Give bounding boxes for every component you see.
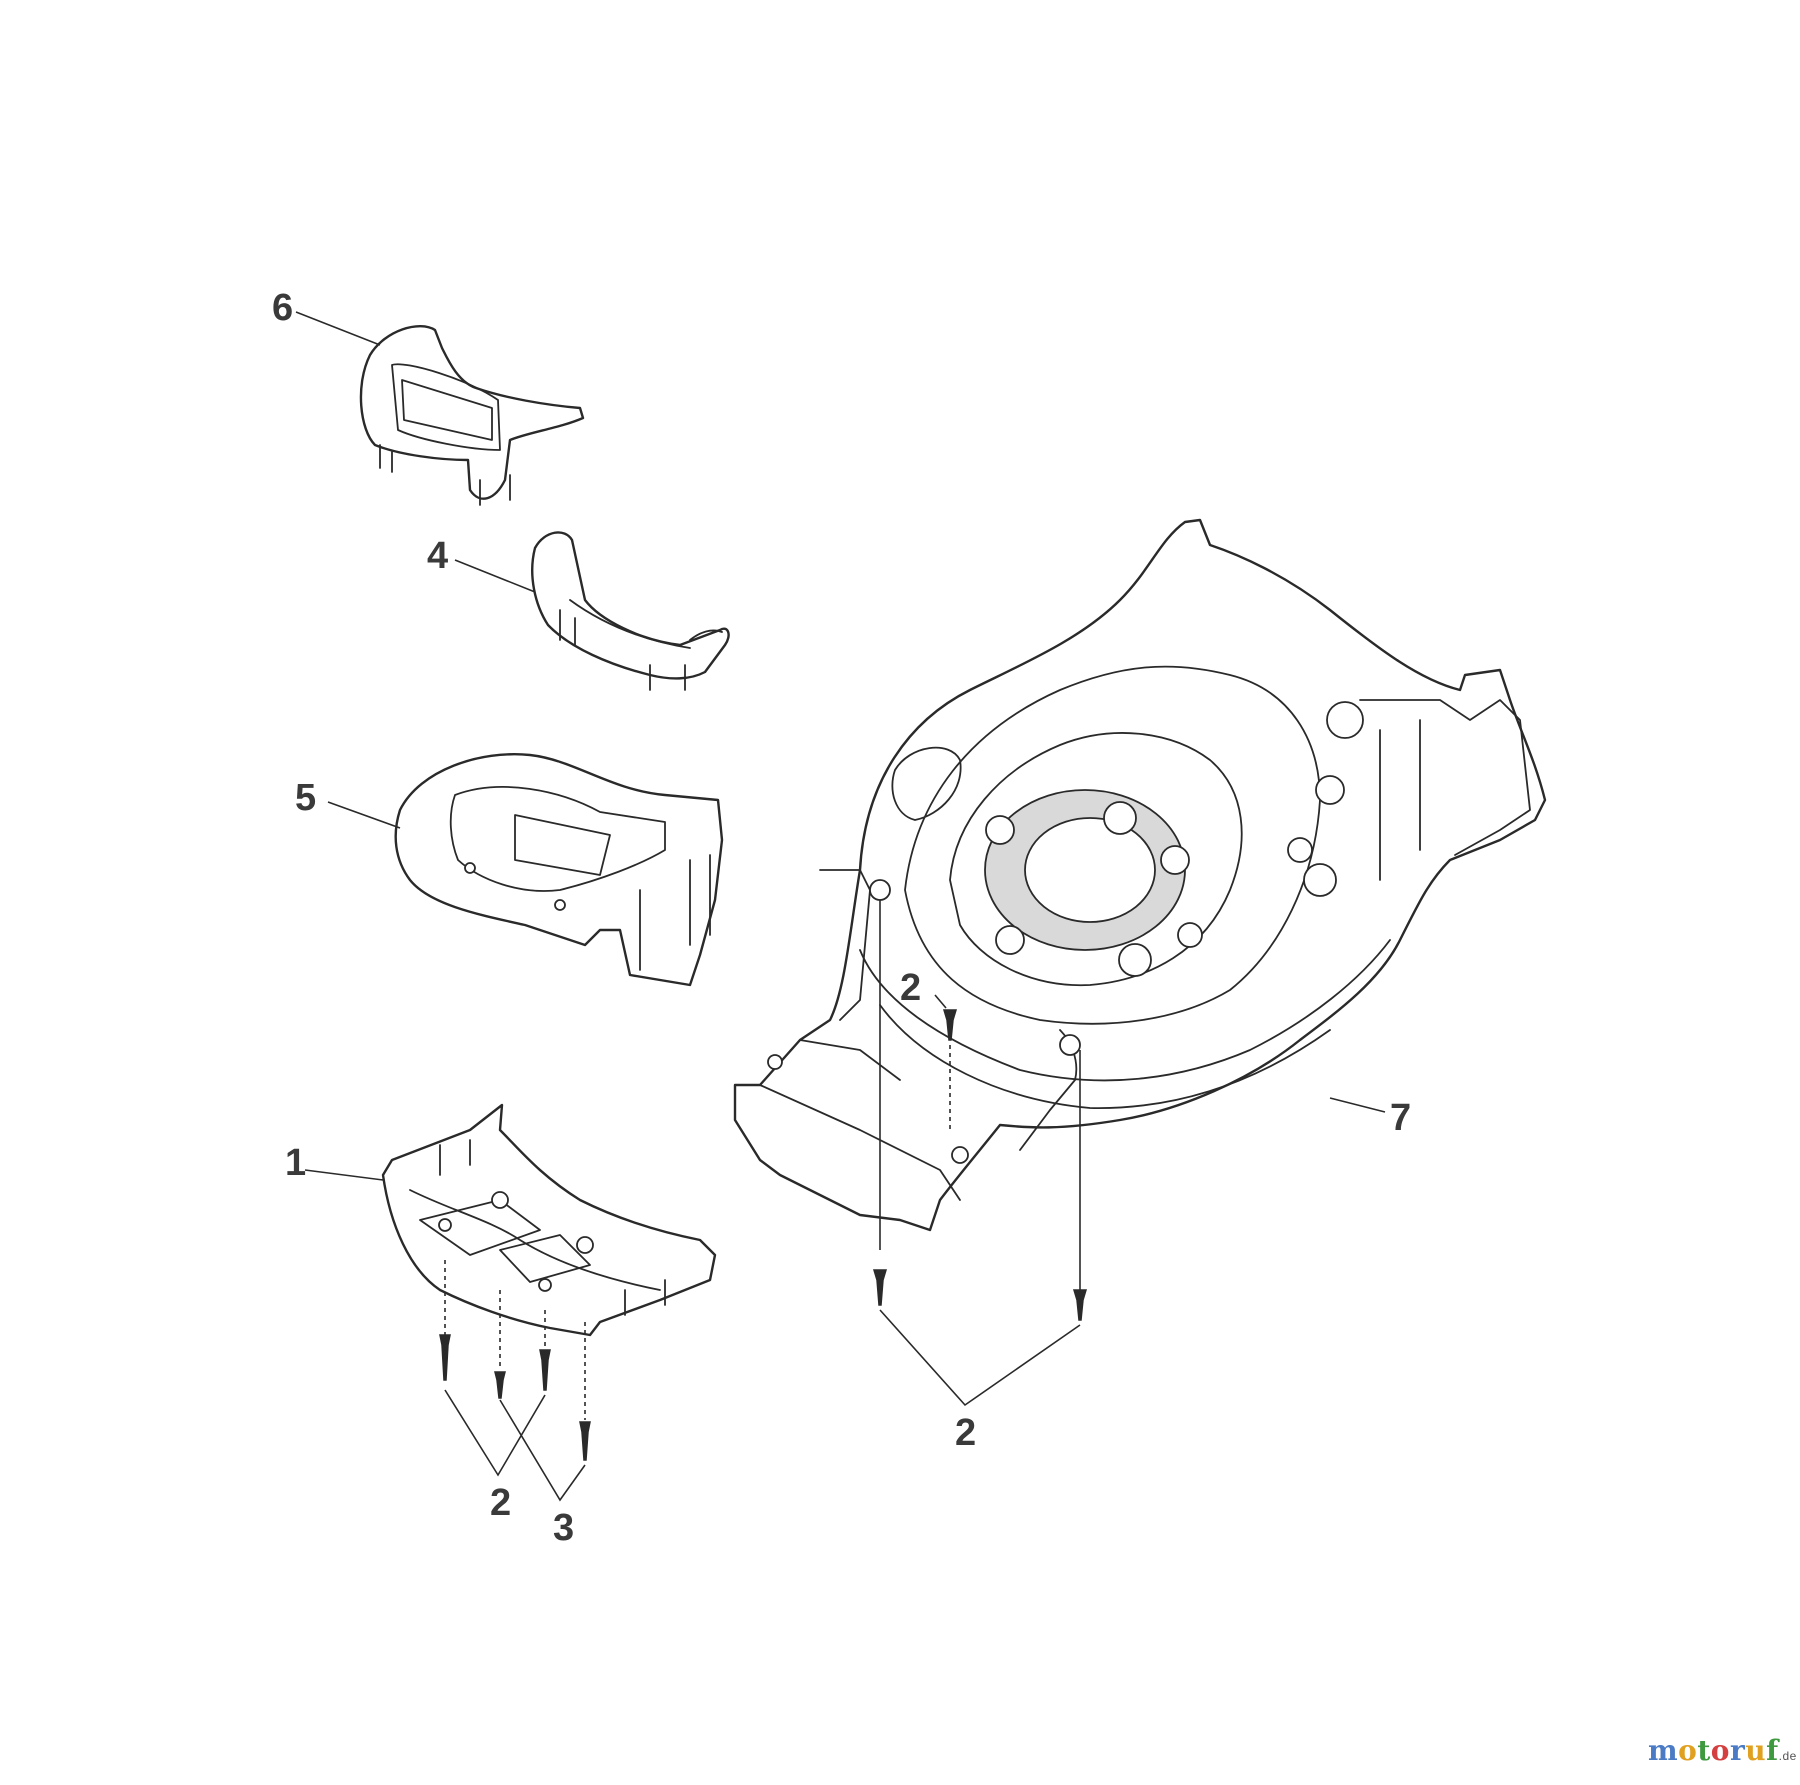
callout-4: 4	[427, 535, 448, 577]
callout-1: 1	[285, 1142, 306, 1184]
callout-2-deck-bottom: 2	[955, 1412, 976, 1454]
screw-icon	[539, 1349, 551, 1391]
leader-4	[454, 559, 536, 593]
logo-letter: f	[1766, 1734, 1779, 1767]
logo-letter: o	[1710, 1734, 1730, 1767]
callout-7: 7	[1390, 1097, 1411, 1139]
screw-icon	[872, 1269, 888, 1306]
callout-2-deck-top: 2	[900, 967, 921, 1009]
logo-letter: t	[1697, 1734, 1711, 1767]
callout-2-cover: 2	[490, 1482, 511, 1524]
logo-letter: o	[1678, 1734, 1698, 1767]
part-1-screws	[439, 1260, 591, 1502]
screw-icon	[579, 1421, 591, 1461]
logo-letter: u	[1745, 1734, 1767, 1767]
screw-icon	[494, 1371, 506, 1399]
part-6-handle-grip	[359, 325, 585, 506]
part-1-lower-cover	[381, 1103, 717, 1337]
logo-letter: m	[1648, 1734, 1679, 1767]
part-7-mower-deck	[733, 518, 1547, 1232]
screw-icon	[439, 1334, 451, 1381]
callout-6: 6	[272, 287, 293, 329]
part-4-grip-bar	[531, 531, 730, 691]
logo-letter: r	[1729, 1734, 1746, 1767]
logo-tld: .de	[1778, 1749, 1797, 1763]
callout-5: 5	[295, 777, 316, 819]
leader-5	[327, 801, 401, 829]
leader-1	[304, 1169, 384, 1181]
leader-6	[295, 311, 381, 346]
callout-3: 3	[553, 1507, 574, 1549]
screw-icon	[1072, 1289, 1088, 1321]
motoruf-logo: motoruf.de	[1648, 1734, 1797, 1767]
part-5-cover-shell	[394, 753, 724, 987]
leader-7	[1329, 1097, 1386, 1113]
screw-icon	[942, 1009, 958, 1041]
part-7-screws	[872, 900, 1088, 1407]
